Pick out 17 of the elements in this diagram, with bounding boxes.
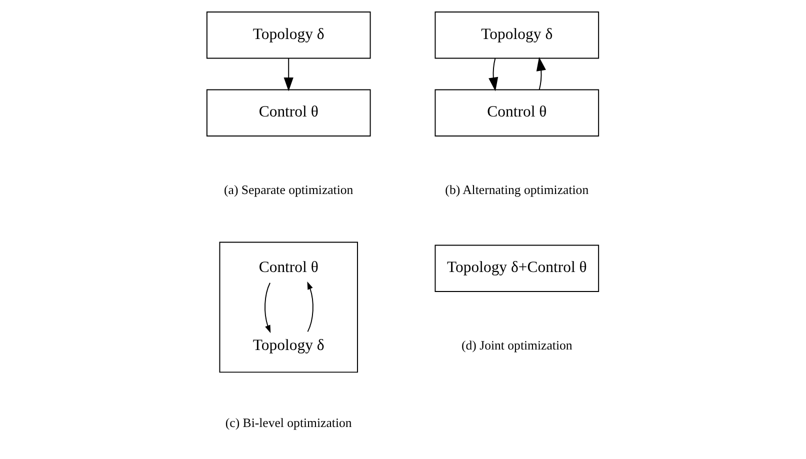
label: (c) Bi-level optimization — [225, 416, 352, 430]
node-box: Topology δ — [434, 12, 600, 59]
arrow — [284, 58, 294, 92]
arrow — [264, 282, 271, 334]
arrow — [488, 58, 498, 92]
node-box: Control θ — [434, 89, 600, 137]
label: (b) Alternating optimization — [445, 182, 589, 197]
node-text: Control θ — [258, 259, 318, 276]
label: (d) Joint optimization — [462, 338, 572, 352]
arrow — [536, 57, 546, 90]
arrow — [307, 282, 314, 332]
cluster — [219, 242, 358, 373]
node-box: Topology δ+Control θ — [434, 244, 600, 292]
label: (a) Separate optimization — [224, 182, 354, 197]
node-box: Topology δ — [206, 12, 371, 59]
node-text: Topology δ — [252, 336, 324, 354]
node-box: Control θ — [206, 89, 371, 137]
